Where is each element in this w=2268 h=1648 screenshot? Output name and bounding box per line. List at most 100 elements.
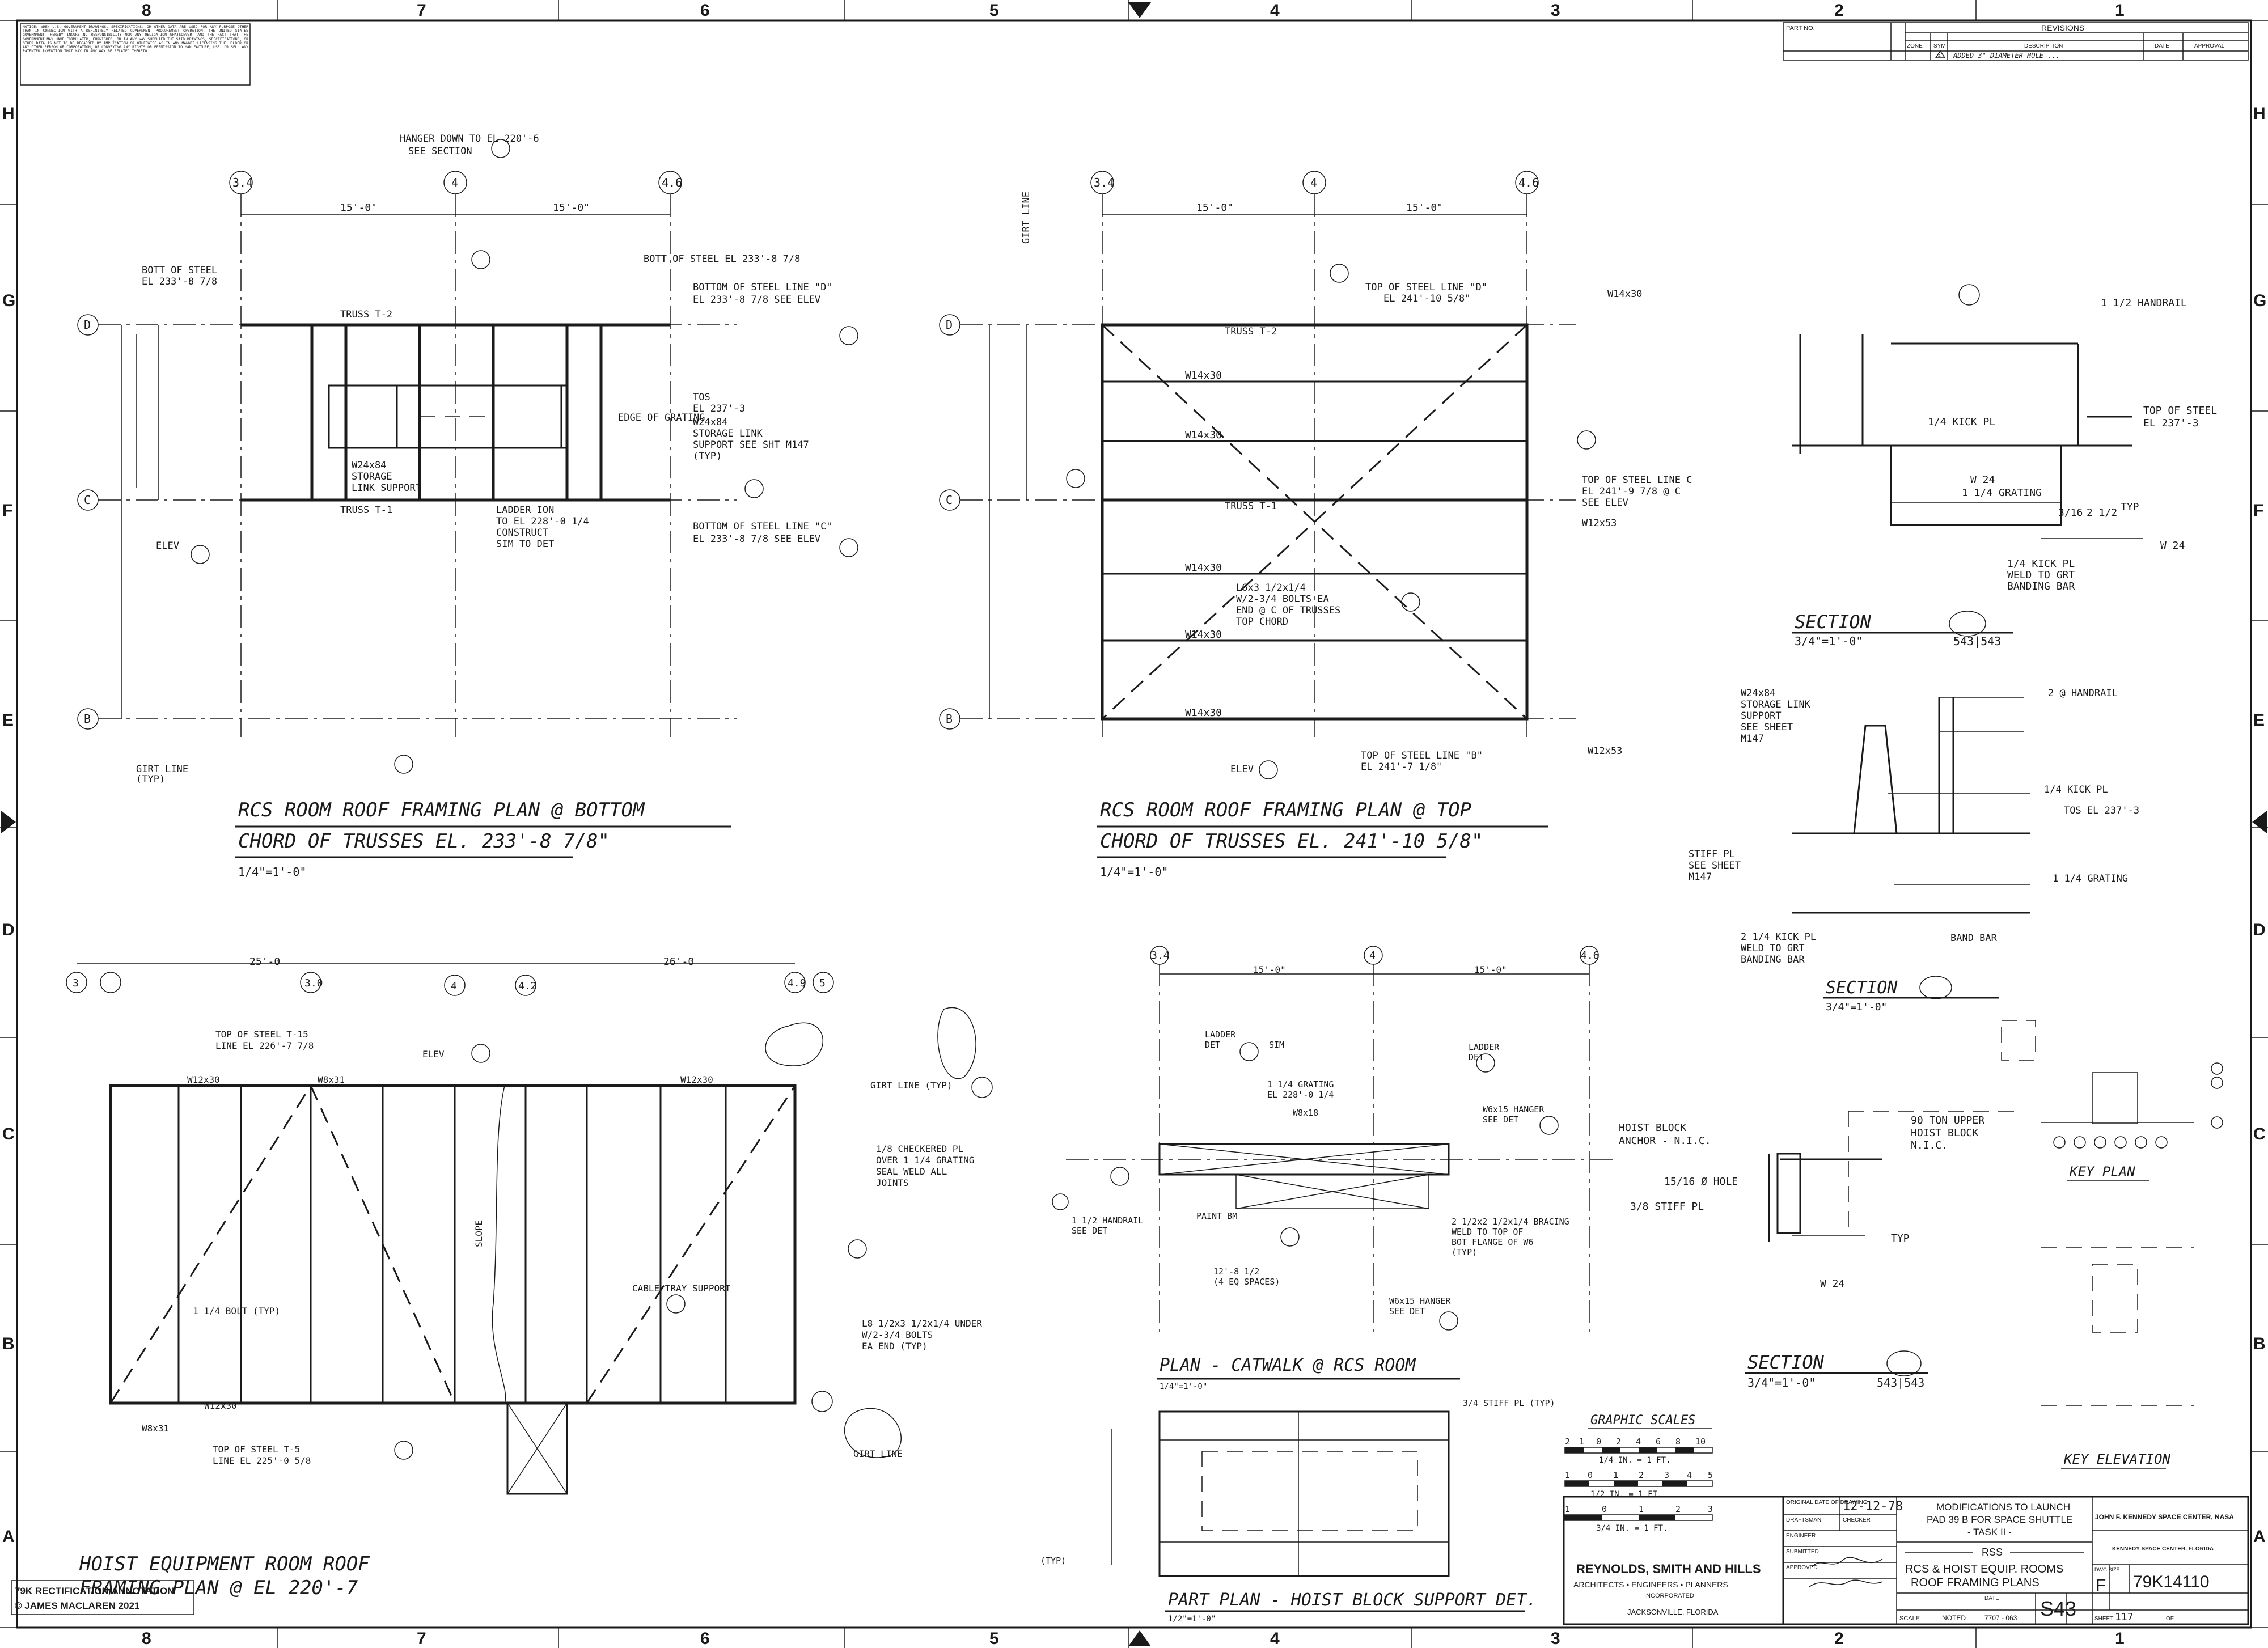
note: LADDER ION — [496, 505, 554, 516]
row-labels-left: H G F E D C B A — [1, 104, 16, 1546]
rev-description: ADDED 3" DIAMETER HOLE ... — [1953, 52, 2060, 60]
sheet-number: S43 — [2040, 1597, 2076, 1620]
elev-marker-icon — [191, 545, 210, 564]
note: (TYP) — [693, 451, 722, 462]
note: EL 241'-7 1/8" — [1361, 761, 1442, 773]
graphic-scales-title: GRAPHIC SCALES — [1590, 1413, 1695, 1427]
of-label: OF — [2166, 1616, 2174, 1622]
grid-label: B — [84, 712, 91, 726]
view-notes: LADDER DET SIM 1 1/4 GRATING EL 228'-0 1… — [1072, 1030, 1569, 1316]
drafted-label: DRAFTSMAN — [1786, 1517, 1821, 1523]
note: HOIST BLOCK — [1619, 1122, 1686, 1134]
key-plan: KEY PLAN KEY ELEVATION — [2001, 1020, 2223, 1469]
note: GIRT LINE — [1021, 192, 1032, 244]
col-label: 4 — [1270, 1, 1280, 20]
note: L6x3 1/2x1/4 — [1236, 582, 1306, 594]
grid-bubble — [813, 972, 834, 993]
center-mark-icon — [1128, 1630, 1151, 1646]
note: TOS — [693, 392, 710, 403]
view-notes: 1 1/2 HANDRAIL TOP OF STEEL EL 237'-3 1/… — [1928, 297, 2217, 592]
row-label: D — [2, 921, 15, 939]
note: W 24 — [1820, 1278, 1844, 1290]
note: (TYP) — [136, 774, 165, 785]
firm-name: REYNOLDS, SMITH AND HILLS — [1576, 1562, 1761, 1576]
note: TRUSS T-2 — [340, 309, 392, 320]
note: PAINT BM — [1196, 1211, 1237, 1221]
note: TOP OF STEEL LINE C — [1582, 475, 1692, 486]
rev-header-zone: ZONE — [1907, 43, 1923, 49]
col-label: 5 — [989, 1, 999, 20]
note: 2 1/4 KICK PL — [1741, 931, 1816, 943]
note: TYP — [2121, 501, 2139, 513]
grid-bubble — [784, 972, 806, 993]
dim-text: 25'-0 — [249, 956, 280, 968]
note: SEE DET — [1389, 1306, 1425, 1316]
note: EL 237'-3 — [2143, 417, 2199, 429]
scale-tick: 2 — [1565, 1437, 1570, 1447]
note: STIFF PL — [1689, 849, 1735, 860]
note: W6x15 HANGER — [1483, 1104, 1545, 1115]
revision-cloud — [844, 1408, 902, 1458]
title-block: ORIGINAL DATE OF DRAWING 12-12-78 DRAFTS… — [1563, 1496, 2249, 1625]
elev-marker-icon — [394, 755, 413, 774]
section-marker-icon — [666, 1294, 686, 1314]
grid-label: 4 — [451, 980, 457, 992]
scale-caption: 1/2 IN. = 1 FT. — [1590, 1490, 1662, 1499]
note: TOP OF STEEL LINE "B" — [1361, 750, 1483, 761]
grid-label: 3 — [73, 977, 79, 989]
scale-tick: 1 — [1639, 1504, 1644, 1514]
dim-text: 15'-0" — [1406, 202, 1443, 214]
note: 1 1/4 GRATING — [2053, 873, 2128, 884]
note: ANCHOR - N.I.C. — [1619, 1135, 1711, 1147]
note: 1/8 CHECKERED PL — [876, 1143, 963, 1154]
note: LADDER — [1205, 1030, 1236, 1040]
beam-label: W14x30 — [1185, 429, 1222, 441]
original-date-value: 12-12-78 — [1843, 1499, 1903, 1514]
column-labels-top: 8 7 6 5 4 3 2 1 — [142, 1, 2125, 20]
firm-line2: ARCHITECTS • ENGINEERS • PLANNERS — [1573, 1580, 1728, 1589]
project-line1: MODIFICATIONS TO LAUNCH — [1936, 1502, 2070, 1513]
view-title: CHORD OF TRUSSES EL. 241'-10 5/8" — [1100, 830, 1483, 853]
elev-marker-icon — [1066, 469, 1085, 488]
revisions-title: REVISIONS — [2041, 23, 2084, 32]
note: GIRT LINE — [136, 764, 188, 775]
detail-marker-icon — [1280, 1227, 1300, 1247]
scale-tick: 0 — [1602, 1504, 1607, 1514]
row-label: G — [2, 291, 15, 310]
row-label: A — [2253, 1527, 2266, 1546]
dwg-number: 79K14110 — [2133, 1573, 2210, 1591]
approved-label: APPROVED — [1786, 1565, 1818, 1571]
row-label: E — [2, 711, 14, 730]
rev-header-description: DESCRIPTION — [2024, 43, 2063, 49]
note: BOT FLANGE OF W6 — [1452, 1237, 1534, 1247]
dim-text: 15'-0" — [1474, 964, 1507, 975]
view-scale: 1/2"=1'-0" — [1168, 1615, 1216, 1624]
row-label: C — [2253, 1125, 2266, 1143]
view-section-top-right: 1 1/2 HANDRAIL TOP OF STEEL EL 237'-3 1/… — [1792, 284, 2217, 648]
note: SEE ELEV — [1582, 497, 1628, 509]
view-notes: HOIST BLOCK ANCHOR - N.I.C. 15/16 Ø HOLE… — [1619, 1115, 1984, 1290]
note: JOINTS — [876, 1177, 909, 1188]
grid-label: 5 — [819, 977, 826, 989]
note: BOTT OF STEEL EL 233'-8 7/8 — [644, 253, 800, 265]
row-label: E — [2253, 711, 2265, 730]
note: EDGE OF GRATING — [618, 412, 705, 423]
note: W12x30 — [204, 1400, 237, 1411]
note: TRUSS T-2 — [1225, 326, 1277, 337]
section-ref: 543|543 — [1877, 1376, 1924, 1389]
elev-marker-icon — [471, 1044, 490, 1063]
note: 1 1/4 GRATING — [1962, 487, 2042, 499]
note: 15/16 Ø HOLE — [1664, 1176, 1738, 1188]
note: BOTTOM OF STEEL LINE "C" — [693, 521, 832, 532]
note: EL 233'-8 7/8 — [142, 276, 217, 287]
note: GIRT LINE — [853, 1448, 903, 1459]
scale-tick: 1 — [1613, 1470, 1618, 1480]
credit-line2: © JAMES MACLAREN 2021 — [15, 1600, 139, 1611]
note: (TYP) — [1040, 1556, 1066, 1566]
note: BAND BAR — [1950, 933, 1998, 944]
beam-labels: W14x30 W14x30 W14x30 W14x30 W14x30 — [1185, 370, 1222, 719]
section-ref: 543|543 — [1953, 634, 2001, 648]
rev-header-approval: APPROVAL — [2194, 43, 2225, 49]
note: LINE EL 225'-0 5/8 — [213, 1455, 311, 1466]
dwg-size-label: DWG SIZE — [2094, 1567, 2120, 1573]
